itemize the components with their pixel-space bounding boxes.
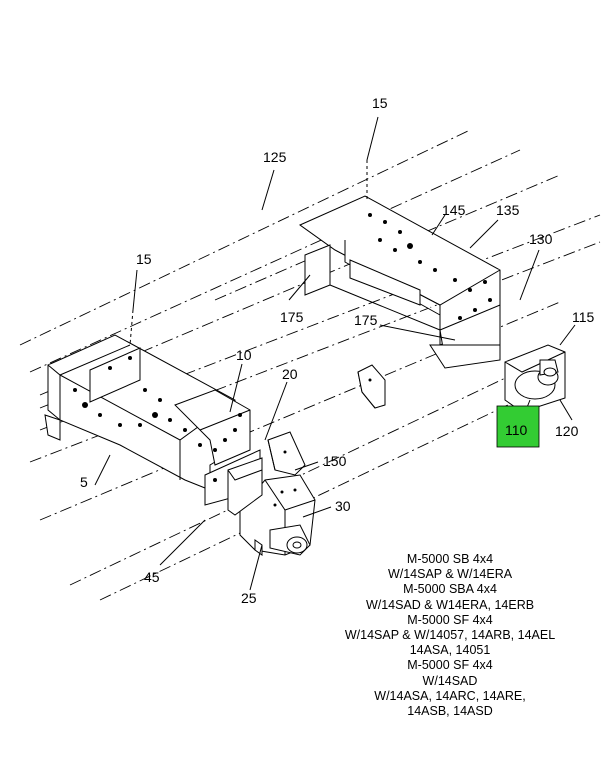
callout-130: 130: [529, 231, 553, 247]
callout-110[interactable]: 110: [505, 422, 528, 438]
note-line: W/14SAP & W/14ERA: [387, 567, 513, 582]
callout-125: 125: [263, 149, 287, 165]
rear-engine-mount: [504, 344, 566, 413]
callout-135: 135: [496, 202, 520, 218]
front-crossmember: [44, 334, 261, 506]
small-mount-bracket: [357, 364, 386, 409]
callout-30: 30: [335, 498, 351, 514]
side-bracket-20: [227, 457, 263, 516]
callout-175-b: 175: [354, 312, 378, 328]
note-line: 14ASA, 14051: [409, 643, 491, 658]
callout-115: 115: [572, 309, 595, 325]
note-line: 14ASB, 14ASD: [407, 704, 493, 719]
callout-120: 120: [555, 423, 579, 439]
rear-crossmember-bracket: [298, 195, 501, 369]
leader-lines: [94, 116, 576, 591]
callout-25: 25: [241, 590, 257, 606]
note-line: M-5000 SF 4x4: [407, 658, 493, 673]
callout-145: 145: [442, 202, 466, 218]
callout-15-left: 15: [136, 251, 152, 267]
callout-5: 5: [80, 474, 88, 490]
note-line: M-5000 SF 4x4: [407, 612, 493, 627]
callout-150: 150: [323, 453, 347, 469]
callout-15-top: 15: [372, 95, 388, 111]
callout-10: 10: [236, 347, 252, 363]
rear-bracket-holes: [368, 213, 492, 320]
highlight-box[interactable]: [496, 405, 540, 448]
note-line: W/14ASA, 14ARC, 14ARE,: [374, 688, 526, 703]
callout-45: 45: [144, 569, 160, 585]
callout-20: 20: [282, 366, 298, 382]
note-line: M-5000 SB 4x4: [406, 552, 494, 566]
note-line: W/14SAD & W14ERA, 14ERB: [365, 597, 535, 612]
callout-labels: 15 125 145 135 130 15 175 175 115 10 20 …: [80, 95, 595, 606]
callout-175-a: 175: [280, 309, 304, 325]
mount-bracket-150: [267, 431, 306, 476]
model-applicability-notes: M-5000 SB 4x4 W/14SAP & W/14ERA M-5000 S…: [330, 552, 570, 719]
note-line: M-5000 SBA 4x4: [403, 582, 497, 597]
note-line: W/14SAD: [422, 673, 478, 688]
note-line: W/14SAP & W/14057, 14ARB, 14AEL: [344, 628, 556, 643]
highlighted-part-110[interactable]: 110: [496, 405, 540, 448]
